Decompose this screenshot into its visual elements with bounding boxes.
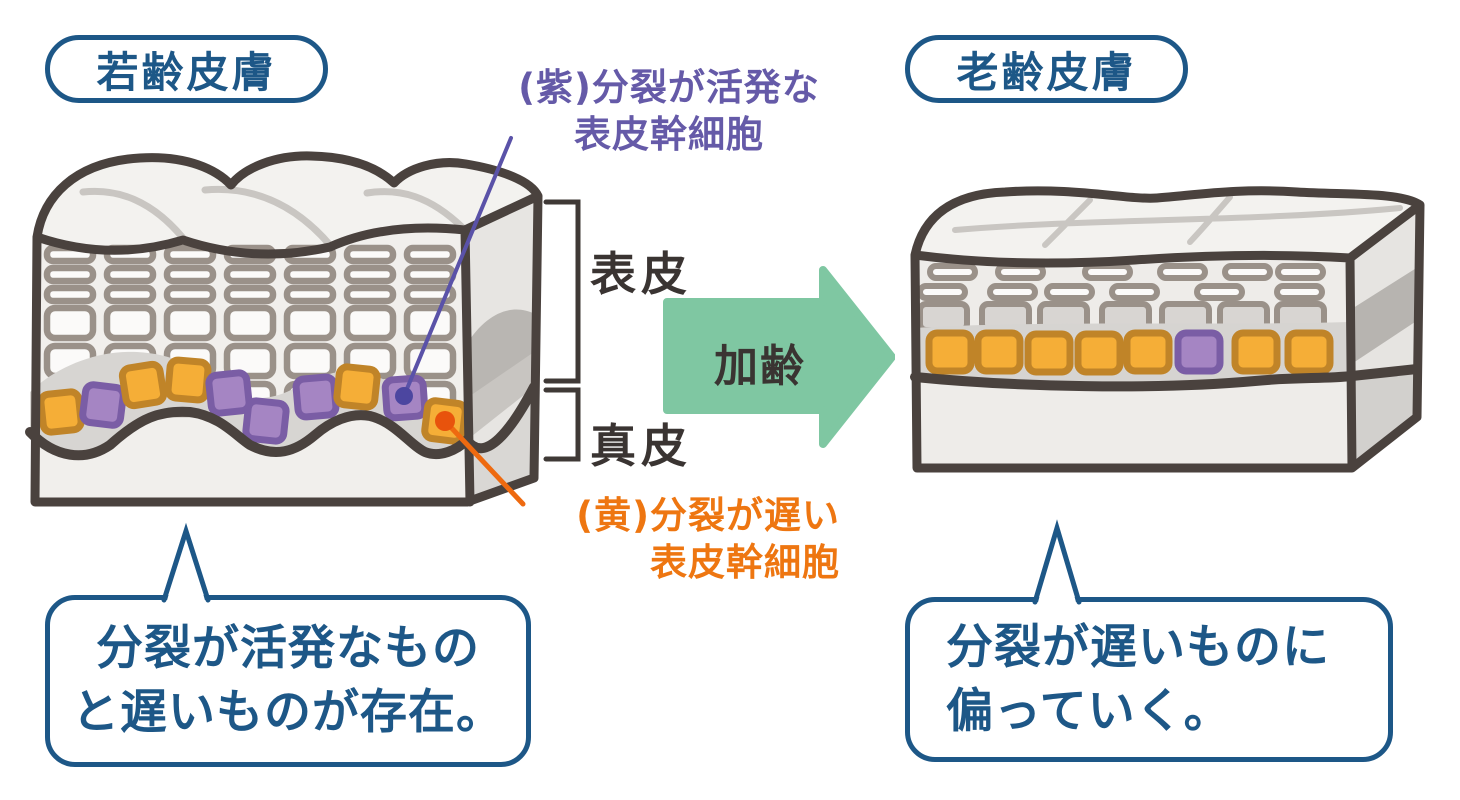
- annotation-line: 表皮幹細胞: [650, 541, 840, 584]
- stem-cell-purple: [79, 381, 127, 429]
- stem-cell-purple: [242, 397, 290, 445]
- epidermis-cell: [1194, 283, 1245, 301]
- purple-stem-cell-annotation: (紫)分裂が活発な 表皮幹細胞: [480, 64, 858, 158]
- old-callout-pointer-outline: [1032, 519, 1082, 605]
- stem-cell-yellow: [164, 356, 212, 404]
- stem-cell-purple: [381, 374, 429, 422]
- epidermis-cell: [403, 304, 457, 342]
- stem-cell-yellow: [1074, 330, 1124, 376]
- epidermis-cell: [283, 284, 337, 305]
- epidermis-cell: [163, 284, 217, 305]
- epidermis-cell: [403, 284, 457, 305]
- epidermis-cell: [283, 264, 337, 285]
- aging-arrow-label: 加齢: [714, 341, 806, 392]
- epidermis-cell: [43, 284, 97, 305]
- epidermis-cell: [223, 264, 277, 285]
- old-skin-callout: 分裂が遅いものに 偏っていく。: [905, 597, 1393, 762]
- epidermis-cell: [223, 284, 277, 305]
- epidermis-cell: [403, 342, 457, 380]
- epidermis-cell: [343, 264, 397, 285]
- epidermis-cell: [1082, 263, 1133, 281]
- epidermis-cell: [1222, 263, 1273, 281]
- annotation-line: (紫)分裂が活発な: [518, 66, 820, 109]
- top-face: [915, 190, 1420, 264]
- epidermis-cell-grid: [917, 263, 1327, 333]
- callout-text-line: 分裂が活発なもの: [96, 621, 480, 676]
- dermis-bracket: [543, 387, 581, 462]
- stem-cell-yellow: [1123, 329, 1173, 375]
- epidermis-cell: [163, 264, 217, 285]
- epidermis-cell: [1044, 283, 1095, 301]
- side-face-lower: [1352, 370, 1417, 468]
- callout-text-line: 偏っていく。: [946, 683, 1232, 739]
- epidermis-cell: [283, 304, 337, 342]
- epidermis-cell: [163, 244, 217, 265]
- callout-text-line: 分裂が遅いものに: [946, 619, 1330, 675]
- epidermis-bracket: [543, 199, 581, 384]
- annotation-line: 表皮幹細胞: [574, 113, 764, 156]
- epidermis-cell: [283, 342, 337, 380]
- epidermis-cell: [223, 342, 277, 380]
- stem-cell-yellow: [1231, 329, 1281, 375]
- epidermis-cell: [403, 244, 457, 265]
- stem-cell-row: [925, 329, 1334, 376]
- epidermis-cell: [995, 263, 1046, 281]
- epidermis-cell: [927, 263, 978, 281]
- young-callout-pointer: [166, 532, 206, 604]
- epidermis-cell: [163, 304, 217, 342]
- stem-cell-row: [37, 356, 469, 445]
- epidermis-cell: [103, 304, 157, 342]
- epidermis-cell: [1109, 283, 1160, 301]
- block-outline: [30, 151, 543, 507]
- stem-cell-yellow: [1024, 330, 1074, 376]
- old-callout-pointer: [1037, 530, 1077, 606]
- callout-text-line: と遅いものが存在。: [72, 685, 504, 740]
- young-callout-pointer-outline: [161, 522, 211, 603]
- epidermis-cell: [1275, 263, 1326, 281]
- epidermis-cell: [403, 264, 457, 285]
- stem-cell-yellow: [1284, 329, 1334, 375]
- yellow-stem-cell-annotation: (黄)分裂が遅い 表皮幹細胞: [520, 492, 840, 586]
- epidermis-cell: [343, 244, 397, 265]
- epidermis-cell: [103, 284, 157, 305]
- arrow-shape: [663, 266, 895, 448]
- epidermis-cell: [43, 264, 97, 285]
- epidermis-cell: [917, 283, 968, 301]
- stem-cell-purple: [292, 373, 340, 421]
- old-skin-title: 老齢皮膚: [905, 35, 1188, 103]
- basal-line: [910, 364, 1422, 392]
- stem-cell-yellow: [333, 363, 381, 411]
- epidermis-cell: [343, 304, 397, 342]
- aging-arrow: [663, 266, 895, 448]
- stem-cell-yellow: [37, 388, 85, 436]
- stem-cell-yellow: [974, 329, 1024, 375]
- stem-cell-yellow: [421, 397, 469, 445]
- epidermis-cell: [1274, 283, 1325, 301]
- stem-cell-purple: [1174, 329, 1224, 375]
- old-skin-illustration: [910, 186, 1425, 473]
- epidermis-cell: [343, 284, 397, 305]
- young-skin-illustration: [25, 151, 543, 507]
- epidermis-cell: [43, 304, 97, 342]
- block-outline: [910, 186, 1425, 473]
- annotation-line: (黄)分裂が遅い: [576, 494, 840, 537]
- epidermis-cell: [103, 264, 157, 285]
- dermis-label: 真皮: [590, 419, 692, 473]
- epidermis-cell: [223, 304, 277, 342]
- side-face-shading: [1350, 267, 1418, 365]
- epidermis-label: 表皮: [590, 247, 692, 301]
- young-skin-title: 若齢皮膚: [45, 35, 328, 103]
- stem-cell-purple: [205, 369, 253, 417]
- top-face-creases: [952, 194, 1403, 248]
- epidermis-cell: [1157, 263, 1208, 281]
- young-skin-callout: 分裂が活発なもの と遅いものが存在。: [45, 595, 531, 767]
- stem-cell-yellow: [118, 360, 168, 410]
- epidermis-cell: [987, 283, 1038, 301]
- stem-cell-yellow: [925, 329, 975, 375]
